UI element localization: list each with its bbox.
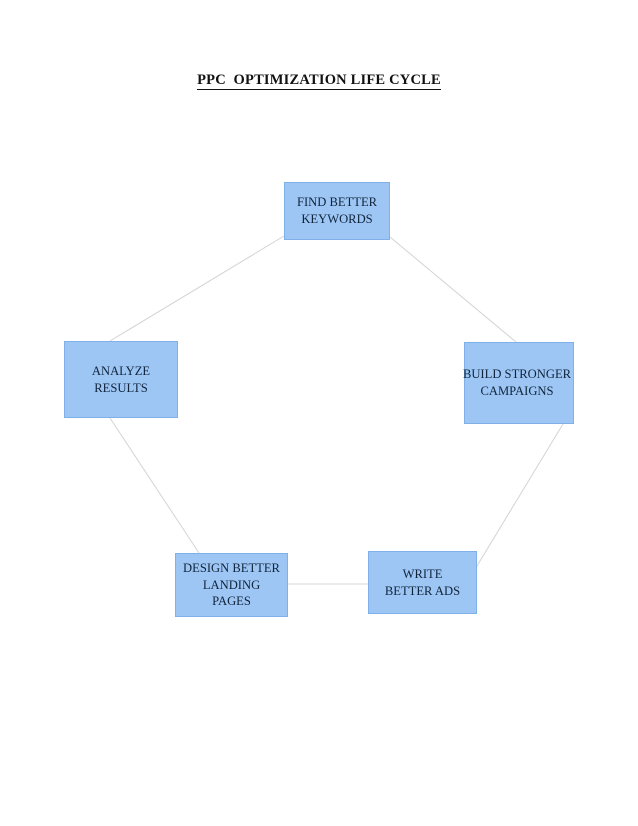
- page-title: PPC OPTIMIZATION LIFE CYCLE: [0, 72, 638, 90]
- node-design-better-landing-pages[interactable]: DESIGN BETTER LANDING PAGES: [175, 553, 288, 617]
- node-build-stronger-campaigns[interactable]: BUILD STRONGER CAMPAIGNS: [462, 342, 574, 424]
- node-build-stronger-campaigns-label: BUILD STRONGER CAMPAIGNS: [462, 367, 572, 398]
- node-write-better-ads[interactable]: WRITE BETTER ADS: [368, 551, 477, 614]
- node-find-better-keywords[interactable]: FIND BETTER KEYWORDS: [284, 182, 390, 240]
- node-find-better-keywords-label: FIND BETTER KEYWORDS: [296, 195, 378, 226]
- node-write-better-ads-label: WRITE BETTER ADS: [384, 566, 461, 598]
- node-analyze-results-label: ANALYZE RESULTS: [91, 363, 151, 395]
- node-analyze-results[interactable]: ANALYZE RESULTS: [64, 341, 178, 418]
- page-title-text: PPC OPTIMIZATION LIFE CYCLE: [197, 72, 441, 90]
- connector-design-to-analyze: [109, 417, 200, 554]
- node-design-better-landing-pages-label: DESIGN BETTER LANDING PAGES: [183, 561, 280, 609]
- connector-find-to-build: [389, 236, 517, 343]
- connector-analyze-to-find: [109, 235, 285, 342]
